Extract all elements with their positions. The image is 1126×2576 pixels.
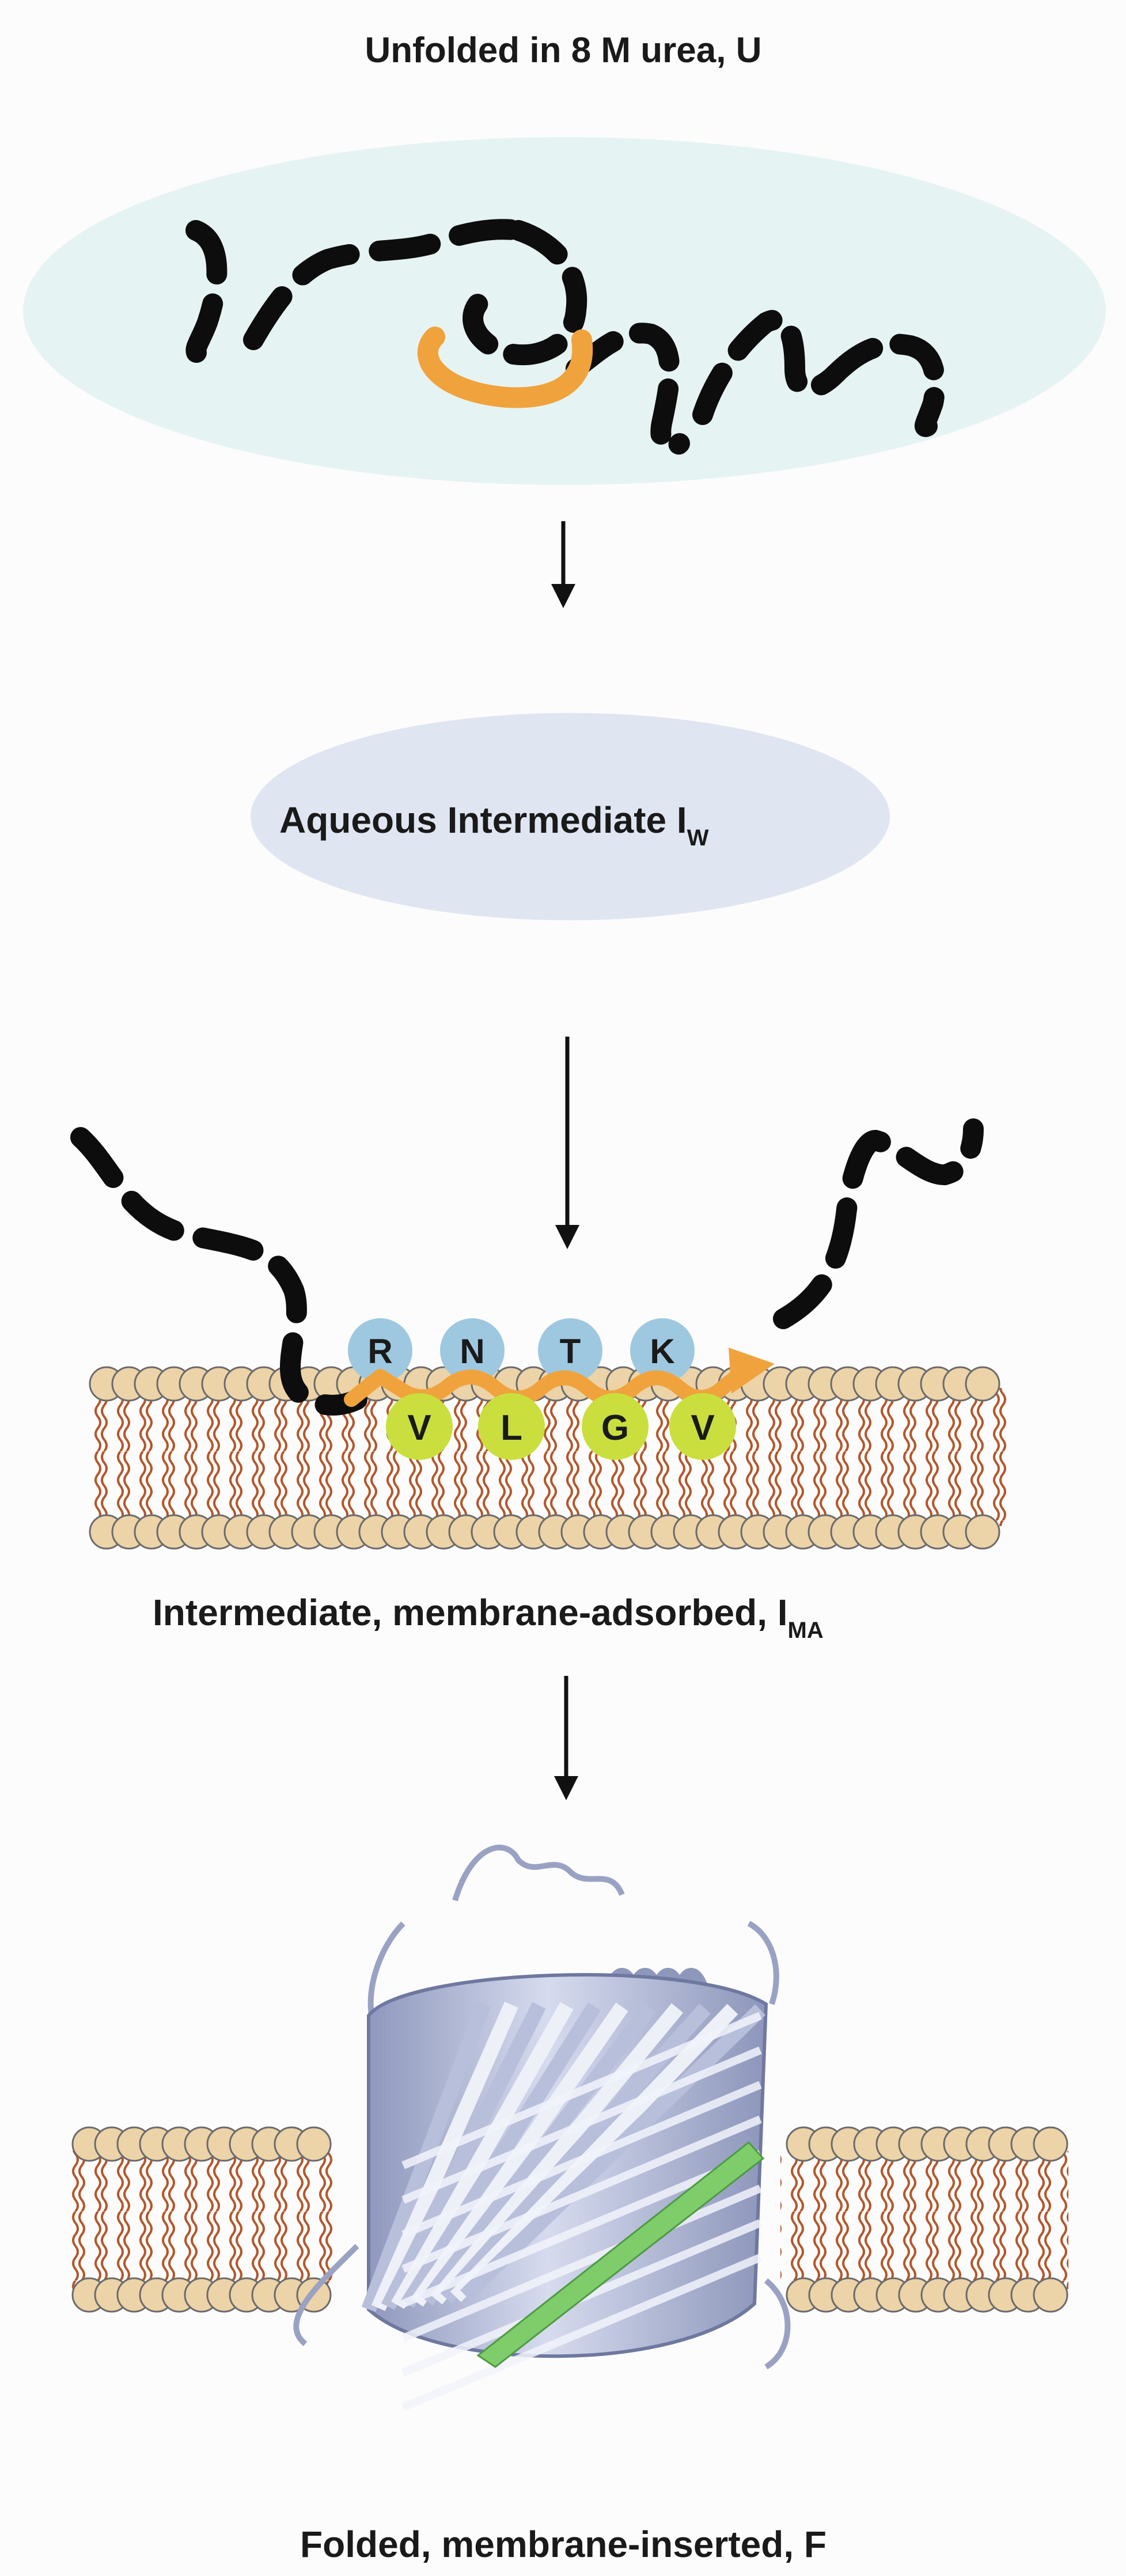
residue-bead-polar xyxy=(630,1318,695,1383)
adsorbed-chain xyxy=(70,1118,984,1416)
label-membrane-adsorbed: Intermediate, membrane-adsorbed, IMA xyxy=(153,1592,824,1643)
orange-arrowhead-icon xyxy=(729,1348,775,1394)
beta-strand xyxy=(401,2012,762,2169)
lipid-head-icon xyxy=(965,1366,1000,1402)
beta-strand xyxy=(401,2253,762,2411)
beta-strand xyxy=(460,2004,766,2301)
residue-bead-hydrophobic xyxy=(582,1393,649,1460)
beta-strand xyxy=(401,2046,762,2204)
lipid-bilayer-icon xyxy=(66,2126,1068,2313)
urea-solution-ellipse xyxy=(23,137,1106,485)
residue-label: L xyxy=(501,1408,522,1448)
lipid-head-icon xyxy=(1033,2277,1068,2313)
residue-label: T xyxy=(560,1332,581,1371)
beta-strand xyxy=(430,2003,684,2305)
lipid-bilayer-icon xyxy=(89,1366,1014,1550)
unfolded-chain xyxy=(185,219,946,458)
residue-label: V xyxy=(407,1408,431,1448)
beta-strand xyxy=(401,2184,762,2342)
residue-label: G xyxy=(601,1408,629,1448)
residue-label: V xyxy=(691,1408,714,1448)
residue-bead-hydrophobic xyxy=(669,1393,736,1460)
beta-strand xyxy=(371,2001,518,2311)
beta-barrel-icon xyxy=(293,1845,791,2411)
beta-strand xyxy=(381,2002,546,2311)
lipid-head-icon xyxy=(296,2126,332,2162)
residue-bead-polar xyxy=(348,1318,412,1383)
residue-bead-hydrophobic xyxy=(478,1393,545,1460)
residue-bead-polar xyxy=(440,1318,505,1383)
residue-label: N xyxy=(460,1332,484,1371)
orange-segment-loop xyxy=(417,327,593,408)
aqueous-intermediate-ellipse xyxy=(251,713,890,920)
highlighted-strand xyxy=(476,2141,765,2368)
residue-bead-polar xyxy=(538,1318,602,1383)
beta-strand xyxy=(401,2150,762,2308)
residue-label: K xyxy=(650,1332,674,1371)
label-aqueous-intermediate: Aqueous Intermediate IW xyxy=(279,799,709,851)
lipid-head-icon xyxy=(965,1514,1000,1550)
lipid-head-icon xyxy=(1033,2126,1068,2162)
beta-strand xyxy=(401,2115,762,2273)
residue-label: R xyxy=(367,1332,392,1371)
title-folded: Folded, membrane-inserted, F xyxy=(300,2524,827,2565)
orange-segment-helix xyxy=(344,1360,756,1407)
beta-strand xyxy=(420,2002,656,2306)
title-unfolded: Unfolded in 8 M urea, U xyxy=(365,31,762,70)
residue-bead-hydrophobic xyxy=(386,1393,453,1460)
beta-strand xyxy=(401,2081,762,2239)
